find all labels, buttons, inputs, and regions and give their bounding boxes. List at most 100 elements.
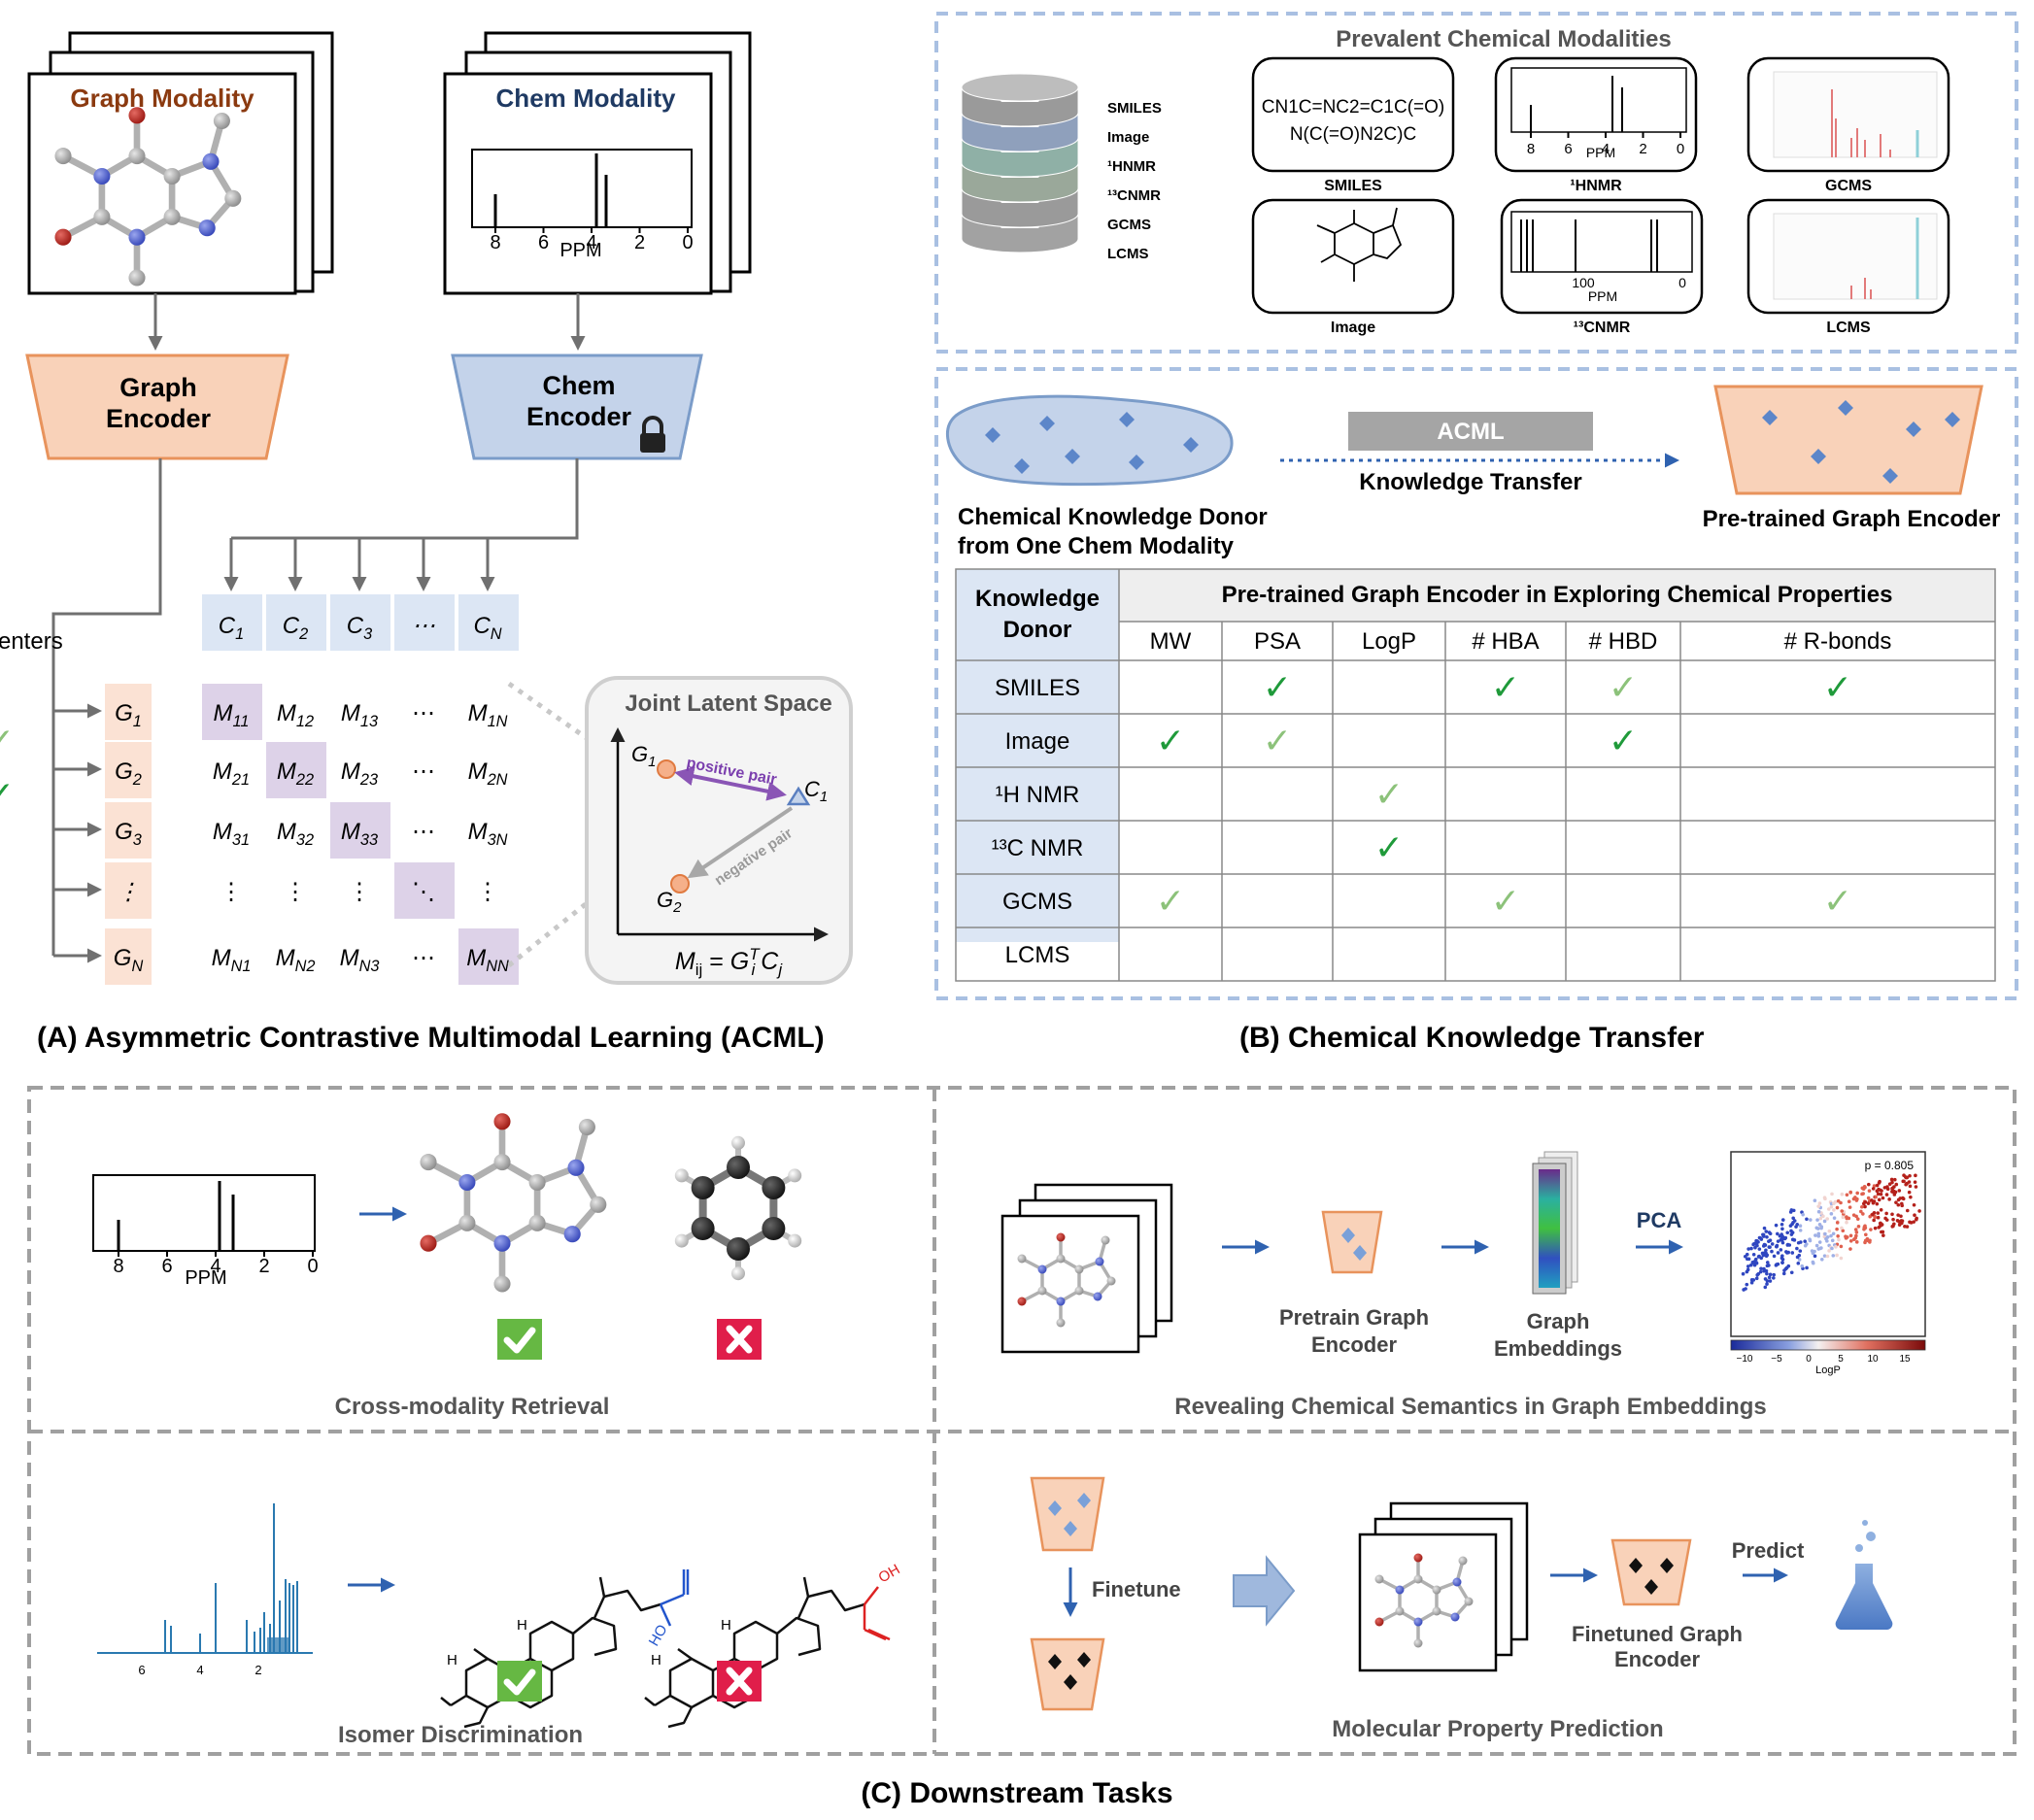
- revealing-semantics: Pretrain Graph Encoder Graph Embeddings …: [1000, 1151, 1926, 1420]
- atom-c1: [1413, 1574, 1423, 1584]
- matrix-cell: ⋯: [412, 700, 435, 726]
- atom-n7: [567, 1159, 585, 1176]
- graph-embeddings-label-1: Graph: [1527, 1309, 1590, 1333]
- isomer-h-label: H: [447, 1652, 458, 1668]
- finetuned-encoder-label-1: Finetuned Graph: [1572, 1622, 1743, 1646]
- finetuned-encoder-label-2: Encoder: [1614, 1647, 1700, 1671]
- atom-c5: [163, 167, 181, 185]
- atom-c4: [1432, 1606, 1441, 1616]
- atom-n1: [1395, 1585, 1405, 1595]
- table-column-header: MW: [1150, 628, 1192, 655]
- embeddings-stack: [1532, 1151, 1578, 1295]
- db-label: LCMS: [1107, 246, 1149, 262]
- table-column-header: PSA: [1254, 628, 1301, 655]
- atom-c5: [1432, 1585, 1441, 1595]
- correct-icon: [497, 1319, 542, 1360]
- isomer-h-label: H: [721, 1617, 731, 1634]
- caffeine-molecule-a: [54, 107, 242, 286]
- tick-label: 2: [258, 1256, 269, 1277]
- matrix-cell: MN3: [340, 945, 380, 975]
- atom-c4: [528, 1214, 546, 1231]
- chem-encoder: Chem Encoder: [451, 354, 703, 460]
- matrix-cell: ⋮: [284, 879, 307, 905]
- isomer-tick: 6: [138, 1663, 145, 1677]
- donor-label-2: from One Chem Modality: [958, 533, 1235, 559]
- matrix-cell: M11: [214, 700, 250, 730]
- caffeine-molecule-c: [420, 1113, 607, 1293]
- atom-cm7: [1458, 1556, 1468, 1566]
- atom-c5: [528, 1173, 546, 1192]
- graph-encoder: Graph Encoder: [25, 354, 289, 460]
- matrix-cell: M22: [277, 758, 314, 789]
- matrix-cell: M1N: [468, 700, 508, 730]
- tick-label: 6: [538, 232, 549, 253]
- check-icon: ✓: [1491, 667, 1520, 707]
- table-column-header: # R-bonds: [1784, 628, 1892, 655]
- modality-card-label: SMILES: [1324, 178, 1382, 194]
- atom-c1: [1056, 1254, 1066, 1264]
- atom-c8: [1464, 1597, 1474, 1606]
- db-label: ¹HNMR: [1107, 158, 1156, 175]
- graph-modality-stack: Graph Modality: [27, 31, 334, 295]
- table-column-header: # HBA: [1472, 628, 1539, 655]
- isomer-tick: 4: [196, 1663, 203, 1677]
- colorbar-tick: 15: [1899, 1354, 1911, 1365]
- matrix-cell: ⋯: [412, 758, 435, 785]
- matrix-cell: M13: [341, 700, 378, 730]
- isomer-group-label: HO: [646, 1622, 671, 1649]
- modality-card-label: ¹HNMR: [1570, 178, 1622, 194]
- atom-o1: [1413, 1553, 1423, 1563]
- g-row: G2: [115, 758, 142, 789]
- matrix-cell: M21: [213, 758, 250, 789]
- g-row: G3: [115, 819, 142, 849]
- graph-encoder-label-1: Graph: [119, 373, 197, 402]
- db-label: ¹³CNMR: [1107, 187, 1161, 204]
- big-arrow-icon: [1233, 1555, 1296, 1627]
- tick-label: 6: [1564, 141, 1572, 157]
- predict-label: Predict: [1732, 1538, 1805, 1563]
- wrong-icon: [717, 1319, 762, 1360]
- check-icon: ✓: [1609, 721, 1638, 760]
- finetune-label: Finetune: [1092, 1577, 1181, 1601]
- atom-o1: [128, 107, 146, 124]
- atom-n1: [93, 167, 111, 185]
- colorbar-label: LogP: [1815, 1365, 1841, 1376]
- knowledge-transfer-label: Knowledge Transfer: [1359, 469, 1581, 495]
- atom-o2: [420, 1234, 437, 1252]
- atom-c2: [1395, 1606, 1405, 1616]
- tick-label: 0: [307, 1256, 318, 1277]
- matrix-cell: M32: [277, 819, 314, 849]
- check-icon: ✓: [1823, 881, 1852, 921]
- chem-encoder-label-1: Chem: [542, 371, 615, 400]
- graph-modality-title: Graph Modality: [70, 84, 254, 113]
- graph-embeddings-label-2: Embeddings: [1494, 1336, 1622, 1361]
- database-icon: [961, 73, 1079, 253]
- revealing-label: Revealing Chemical Semantics in Graph Em…: [1174, 1394, 1767, 1420]
- panel-b: Prevalent Chemical Modalities SMILESImag…: [0, 12, 2018, 1054]
- modality-card-label: Image: [1331, 320, 1375, 336]
- chem-encoder-label-2: Encoder: [526, 402, 632, 431]
- matrix-cell: M33: [341, 819, 378, 849]
- g-row: G1: [115, 700, 142, 730]
- matrix-cell: M23: [341, 758, 378, 789]
- isomer-h-label: H: [651, 1652, 661, 1668]
- atom-n9: [1093, 1292, 1102, 1301]
- caffeine-molecule-small-2: [1374, 1553, 1474, 1648]
- modality-card-label: LCMS: [1826, 320, 1871, 336]
- table-row-header: SMILES: [995, 675, 1080, 701]
- atom-c8: [1106, 1276, 1116, 1286]
- acml-bar: [1348, 412, 1593, 451]
- tick-label: 2: [634, 232, 645, 253]
- panel-c-caption: (C) Downstream Tasks: [861, 1777, 1172, 1809]
- check-icon: ✓: [1263, 667, 1292, 707]
- atom-n9: [1450, 1612, 1460, 1622]
- atom-c1: [493, 1154, 511, 1171]
- atom-n7: [1095, 1257, 1104, 1266]
- db-label: SMILES: [1107, 100, 1162, 117]
- colorbar-tick: 5: [1838, 1354, 1844, 1365]
- isomer-tick: 2: [254, 1663, 261, 1677]
